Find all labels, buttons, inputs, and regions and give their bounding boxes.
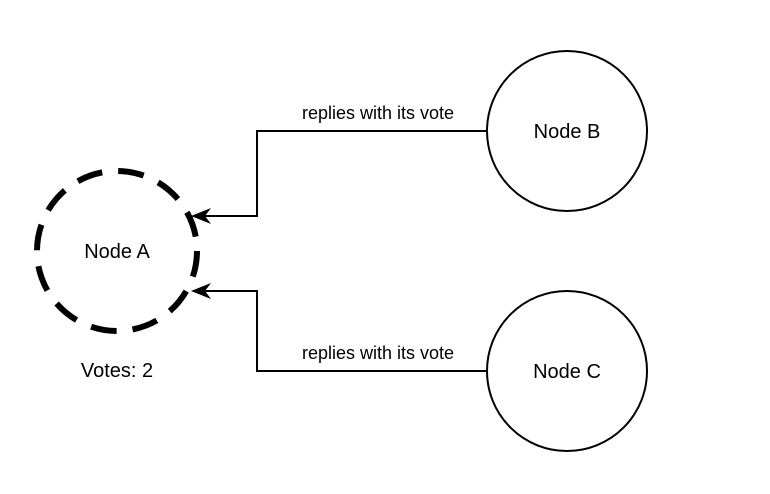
- node-a-circle: [34, 168, 200, 334]
- node-c-label: Node C: [533, 361, 601, 383]
- node-b-label: Node B: [534, 121, 601, 143]
- edge-b-to-a-arrow: [191, 130, 487, 224]
- edge-c-to-a-label: replies with its vote: [302, 343, 454, 363]
- edge-b-to-a-label: replies with its vote: [302, 103, 454, 123]
- edge-c-to-a-arrow: [191, 283, 487, 372]
- votes-label: Votes: 2: [81, 360, 153, 382]
- node-a-label: Node A: [84, 241, 150, 263]
